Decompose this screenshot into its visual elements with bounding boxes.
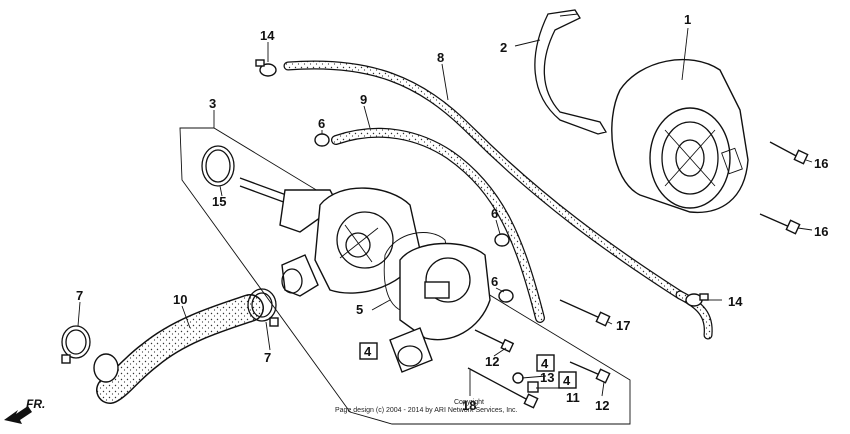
bolt-11 [527, 381, 539, 393]
pump-cover [389, 242, 491, 373]
callout-16a: 16 [814, 156, 828, 171]
clamp-7-right [247, 288, 279, 327]
assembly-frame [179, 127, 631, 425]
callout-14a: 14 [260, 28, 275, 43]
callout-6a: 6 [318, 116, 325, 131]
callout-4a-box [359, 342, 378, 360]
callout-13: 13 [540, 370, 554, 385]
callout-9: 9 [360, 92, 367, 107]
front-direction-arrow-icon [4, 406, 32, 424]
front-direction-label: FR. [26, 397, 45, 411]
callout-7b: 7 [264, 350, 271, 365]
copyright-line-2: Page design (c) 2004 - 2014 by ARI Netwo… [335, 407, 518, 414]
clamp-14-lower [685, 293, 709, 307]
callout-5: 5 [356, 302, 363, 317]
part-3-water-pump [239, 177, 421, 297]
callout-8: 8 [437, 50, 444, 65]
washer-13 [512, 372, 524, 384]
callout-7a: 7 [76, 288, 83, 303]
callout-18: 18 [462, 398, 476, 413]
callout-10: 10 [173, 292, 187, 307]
callout-16b: 16 [814, 224, 828, 239]
copyright-line-1: Copyright [454, 399, 484, 406]
clamp-6-b [494, 233, 510, 247]
part-2-bracket [534, 9, 608, 135]
o-ring-15 [201, 145, 235, 187]
callout-14b: 14 [728, 294, 743, 309]
clamp-6-c [498, 289, 514, 303]
callout-4b-box [536, 354, 555, 372]
clamp-14-upper [255, 59, 277, 77]
callout-2: 2 [500, 40, 507, 55]
callout-15: 15 [212, 194, 226, 209]
bolt-16-upper [769, 141, 809, 165]
callout-4c: 4 [563, 373, 571, 388]
leader-lines [77, 13, 813, 397]
callout-1: 1 [684, 12, 691, 27]
clamp-6-a [314, 133, 330, 147]
part-9-short-hose [331, 127, 545, 323]
callout-4b: 4 [541, 356, 549, 371]
bolt-17 [559, 299, 611, 327]
callout-4c-box [558, 371, 577, 389]
part-1-fan-cover [611, 58, 749, 214]
callout-12a: 12 [485, 354, 499, 369]
bolt-16-lower [759, 213, 801, 235]
callout-3: 3 [209, 96, 216, 111]
bolt-18 [467, 367, 539, 409]
part-8-long-hose [283, 60, 713, 340]
clamp-7-left [61, 325, 91, 364]
callout-4a: 4 [364, 344, 372, 359]
callout-6c: 6 [491, 274, 498, 289]
callout-17: 17 [616, 318, 630, 333]
callout-6b: 6 [491, 206, 498, 221]
callout-11: 11 [566, 390, 580, 405]
callout-12b: 12 [595, 398, 609, 413]
bolt-12-right [569, 361, 611, 384]
bolt-12-left [474, 329, 515, 353]
part-10-hose [93, 294, 264, 404]
